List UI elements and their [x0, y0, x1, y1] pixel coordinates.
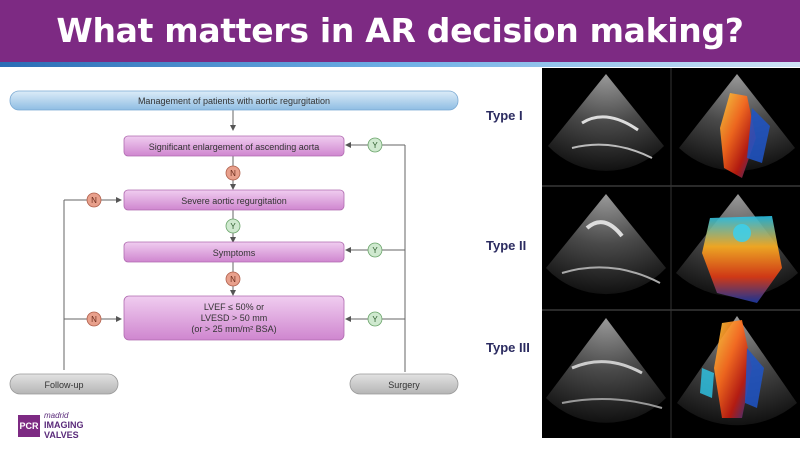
- lv-criteria-line3: (or > 25 mm/m² BSA): [191, 324, 276, 334]
- symptoms-label: Symptoms: [213, 248, 256, 258]
- svg-text:N: N: [91, 196, 97, 205]
- followup-label: Follow-up: [44, 380, 83, 390]
- svg-text:Y: Y: [372, 315, 378, 324]
- echo-type1-bmode: [548, 74, 664, 171]
- header-stripe: [0, 62, 800, 67]
- severe-ar-label: Severe aortic regurgitation: [181, 196, 287, 206]
- type-1-label: Type I: [486, 108, 523, 123]
- badge-no-severe-ar: N: [86, 192, 102, 208]
- title-banner: [0, 0, 800, 62]
- decision-flowchart: Management of patients with aortic regur…: [9, 90, 459, 395]
- echo-type1-doppler: [679, 74, 795, 178]
- echo-type2-bmode: [546, 194, 666, 295]
- slide-title: What matters in AR decision making?: [56, 11, 744, 50]
- lv-criteria-line1: LVEF ≤ 50% or: [204, 302, 264, 312]
- echo-type3-bmode: [546, 318, 666, 423]
- svg-text:N: N: [91, 315, 97, 324]
- surgery-node: [349, 373, 459, 395]
- svg-text:Y: Y: [372, 141, 378, 150]
- logo-line-valves: VALVES: [44, 430, 79, 440]
- badge-no-aorta: N: [225, 165, 241, 181]
- symptoms-node: [123, 241, 345, 263]
- aorta-enlargement-node: [123, 135, 345, 157]
- lv-criteria-line2: LVESD > 50 mm: [201, 313, 268, 323]
- svg-text:Y: Y: [230, 222, 236, 231]
- badge-yes-severe-ar: Y: [225, 218, 241, 234]
- svg-text:N: N: [230, 169, 236, 178]
- management-node-label: Management of patients with aortic regur…: [138, 96, 330, 106]
- badge-no-lv: N: [86, 311, 102, 327]
- badge-yes-symptoms: Y: [367, 242, 383, 258]
- badge-no-symptoms: N: [225, 271, 241, 287]
- badge-yes-lv: Y: [367, 311, 383, 327]
- type-2-label: Type II: [486, 238, 527, 253]
- surgery-label: Surgery: [388, 380, 420, 390]
- severe-ar-node: [123, 189, 345, 211]
- badge-yes-aorta: Y: [367, 137, 383, 153]
- lv-criteria-node: [123, 295, 345, 341]
- echo-image-panel: [542, 68, 800, 438]
- management-node: [9, 90, 459, 111]
- echo-type2-doppler: [676, 194, 798, 303]
- svg-text:N: N: [230, 275, 236, 284]
- logo-line-imaging: IMAGING: [44, 420, 84, 430]
- echo-type3-doppler: [677, 316, 797, 426]
- type-3-label: Type III: [486, 340, 530, 355]
- pcr-logo-box: PCR: [18, 415, 40, 437]
- aorta-enlargement-label: Significant enlargement of ascending aor…: [149, 142, 320, 152]
- followup-node: [9, 373, 119, 395]
- logo-line-madrid: madrid: [44, 411, 69, 420]
- svg-text:Y: Y: [372, 246, 378, 255]
